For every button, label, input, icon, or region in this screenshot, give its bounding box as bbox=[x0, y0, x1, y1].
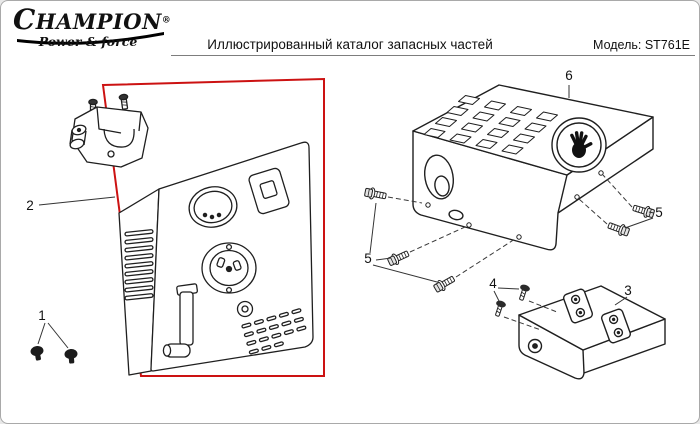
callout-5-right: 5 bbox=[655, 205, 663, 220]
panel-grille bbox=[124, 229, 154, 301]
callout-2: 2 bbox=[26, 198, 34, 213]
part-6-cover bbox=[412, 84, 654, 251]
part-2-control-panel bbox=[118, 141, 314, 376]
cover-mount-holes bbox=[425, 170, 604, 240]
callout-6: 6 bbox=[565, 68, 573, 83]
callout-1: 1 bbox=[38, 308, 46, 323]
brand-line: CHAMPION® bbox=[13, 6, 175, 34]
registered-mark: ® bbox=[161, 15, 171, 26]
page-title: Иллюстрированный каталог запасных частей bbox=[207, 37, 493, 52]
model-label: Модель: ST761E bbox=[593, 38, 690, 52]
part-2-bracket bbox=[69, 93, 149, 168]
part-3-outlet-panel bbox=[518, 285, 666, 380]
outlet-socket bbox=[600, 308, 632, 344]
panel-switch bbox=[248, 167, 290, 215]
panel-fuel-valve bbox=[162, 283, 198, 358]
outlet-socket bbox=[562, 288, 594, 324]
brand-logo: CHAMPION® Power & force bbox=[13, 6, 175, 49]
logo-swoosh bbox=[17, 32, 164, 45]
panel-meter bbox=[188, 186, 238, 228]
callout-4: 4 bbox=[489, 276, 497, 291]
cover-hand-emblem bbox=[551, 117, 607, 173]
panel-vents bbox=[241, 308, 307, 355]
callout-leader-lines bbox=[37, 85, 655, 349]
header-divider bbox=[171, 55, 695, 56]
callout-5-left: 5 bbox=[364, 251, 372, 266]
brand-name: CHAMPION bbox=[13, 3, 162, 36]
callout-3: 3 bbox=[624, 283, 632, 298]
assembly-dashed-lines bbox=[387, 174, 633, 331]
brand-tagline: Power & force bbox=[38, 34, 138, 49]
panel-button bbox=[236, 300, 254, 318]
part-1-bolts bbox=[29, 344, 79, 365]
panel-receptacle bbox=[201, 242, 257, 294]
